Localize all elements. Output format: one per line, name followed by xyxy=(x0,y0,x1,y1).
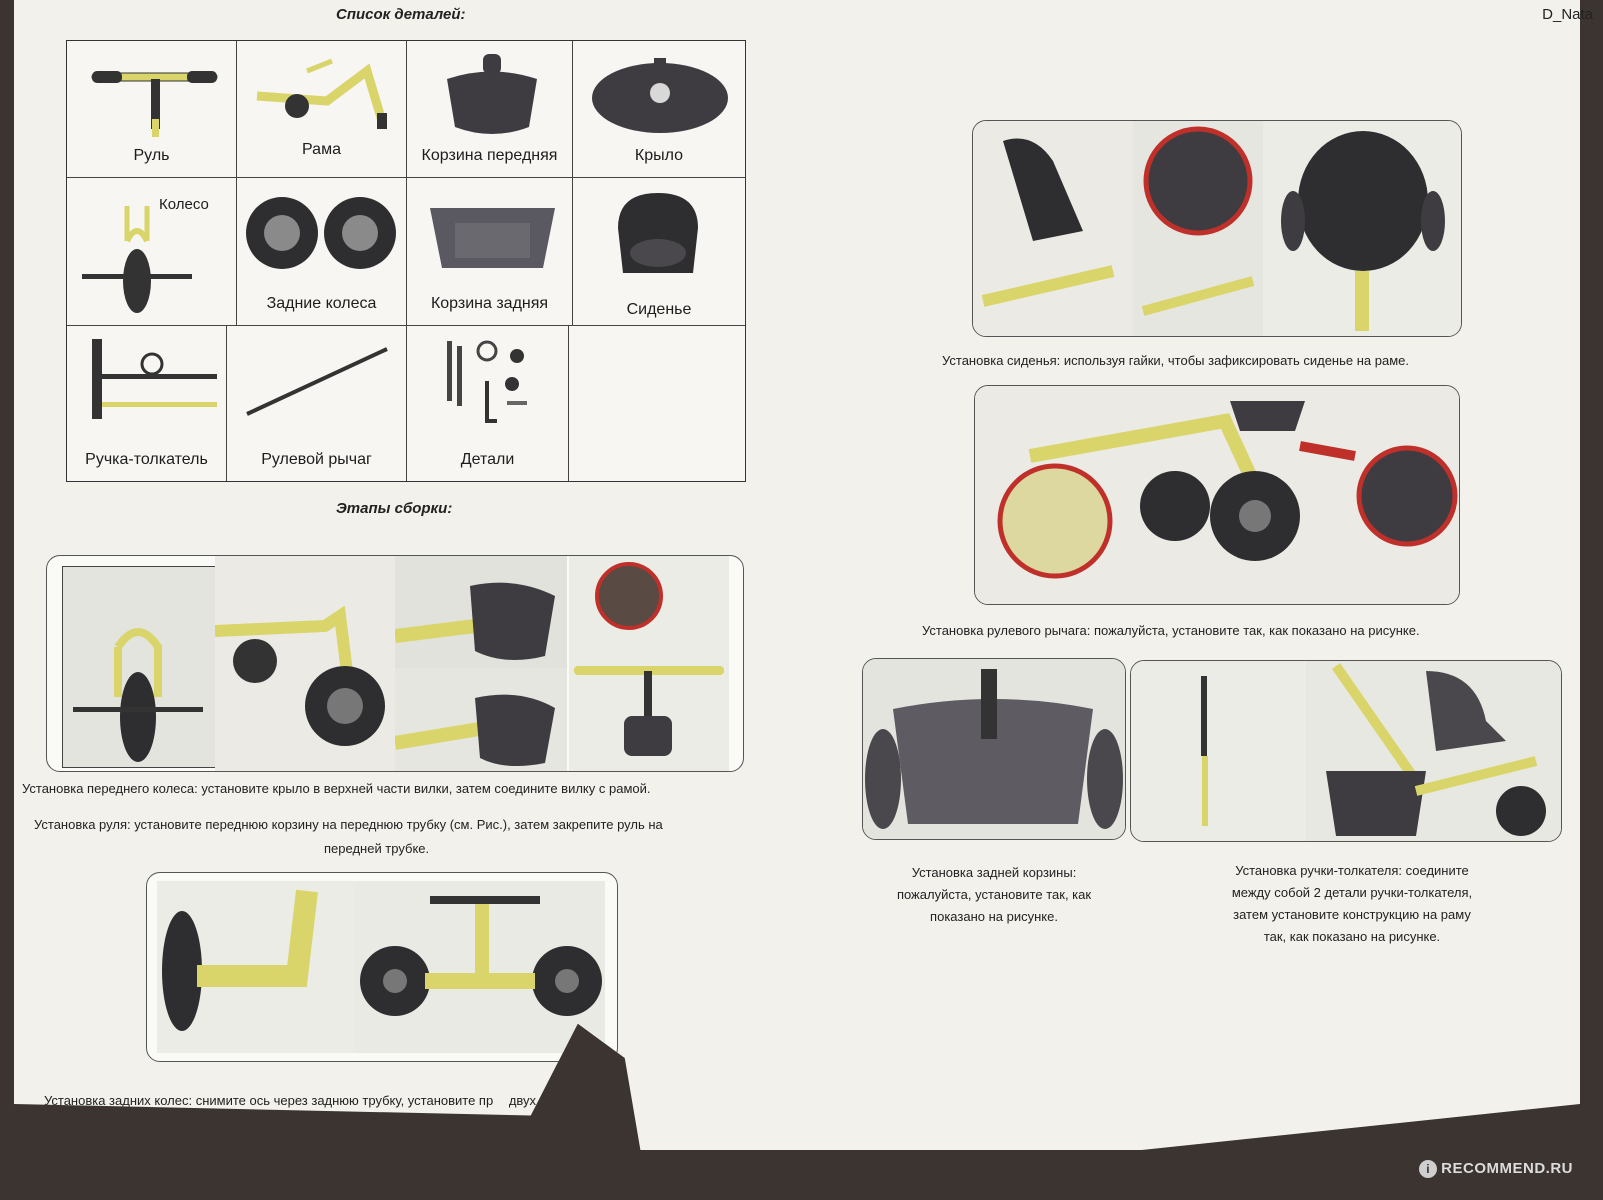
push-handle-caption-line: Установка ручки-толкателя: соедините xyxy=(1235,863,1469,878)
frame-fork-illustration xyxy=(215,605,385,746)
seat-picture xyxy=(618,193,698,273)
steering-photo xyxy=(975,386,1459,604)
rear-wheels-caption-2: установкой колес. xyxy=(320,1115,429,1130)
part-cell-steering-rod: Рулевой рычаг xyxy=(227,326,407,481)
rear-wheels-caption-1: Установка задних колес: снимите ось чере… xyxy=(44,1090,620,1112)
push-handle-mounted-illustration xyxy=(1326,663,1546,836)
steering-caption: Установка рулевого рычага: пожалуйста, у… xyxy=(922,623,1420,638)
part-cell-wheel: Колесо xyxy=(67,178,237,326)
part-cell-handlebar: Руль xyxy=(67,41,237,178)
part-label: Рулевой рычаг xyxy=(261,451,372,468)
push-handle-parts-photo xyxy=(1131,661,1306,841)
rear-wheels-picture xyxy=(246,197,396,269)
rear-wheels-caption-part-a: Установка задних колес: снимите ось чере… xyxy=(44,1093,494,1108)
part-label: Рама xyxy=(302,141,341,158)
rear-wheels-strip xyxy=(146,872,618,1062)
wheel-picture xyxy=(82,206,192,313)
handlebar-caption-2: передней трубке. xyxy=(324,841,430,856)
rear-basket-caption-line: показано на рисунке. xyxy=(930,909,1058,924)
left-page: Список деталей: Руль xyxy=(14,0,774,1150)
part-cell-seat: Сиденье xyxy=(573,178,745,326)
push-handle-caption: Установка ручки-толкателя: соедините меж… xyxy=(1182,860,1522,948)
part-cell-hardware: Детали xyxy=(407,326,569,481)
site-watermark-text: RECOMMEND.RU xyxy=(1441,1159,1573,1177)
part-label: Руль xyxy=(133,147,170,164)
part-cell-rear-wheels: Задние колеса xyxy=(237,178,407,326)
push-handle-caption-line: так, как показано на рисунке. xyxy=(1263,929,1441,944)
part-label: Задние колеса xyxy=(266,295,377,312)
push-handle-caption-line: затем установите конструкцию на раму xyxy=(1233,907,1471,922)
rear-wheels-mounted-illustration xyxy=(360,896,602,1016)
right-page: Установка сиденья: используя гайки, чтоб… xyxy=(814,0,1580,1150)
push-handle-parts-illustration xyxy=(1201,676,1208,826)
recommend-logo-icon: i xyxy=(1419,1160,1438,1178)
rear-basket-caption-line: пожалуйста, установите так, как xyxy=(896,887,1092,902)
part-label: Сиденье xyxy=(626,301,692,318)
part-label: Детали xyxy=(460,451,515,468)
handlebar-caption-1: Установка руля: установите переднюю корз… xyxy=(34,817,663,832)
rear-basket-strip xyxy=(862,658,1126,840)
part-label: Корзина задняя xyxy=(430,295,549,312)
part-label: Ручка-толкатель xyxy=(85,451,208,468)
seat-back-illustration xyxy=(1281,131,1445,331)
push-handle-picture xyxy=(92,339,217,419)
rear-wheels-mounted-photo xyxy=(355,881,605,1053)
hardware-picture xyxy=(447,340,527,423)
steering-rod-picture xyxy=(246,347,388,416)
front-wheel-illustration xyxy=(73,628,203,762)
part-cell-front-basket: Корзина передняя xyxy=(407,41,573,178)
front-basket-photo-2 xyxy=(395,668,567,771)
seat-back-photo xyxy=(1263,121,1461,336)
seat-strip xyxy=(972,120,1462,337)
instruction-sheet: Список деталей: Руль xyxy=(14,0,1580,1150)
rear-basket-illustration xyxy=(865,669,1123,829)
part-cell-frame: Рама xyxy=(237,41,407,178)
front-wheel-caption: Установка переднего колеса: установите к… xyxy=(22,781,651,796)
front-basket-picture xyxy=(447,54,537,134)
parts-list-title: Список деталей: xyxy=(336,6,466,23)
part-cell-rear-basket: Корзина задняя xyxy=(407,178,573,326)
rear-basket-picture xyxy=(430,208,555,268)
seat-detail-illustration xyxy=(1141,126,1255,316)
part-cell-push-handle: Ручка-толкатель xyxy=(67,326,227,481)
handlebar-mount-illustration xyxy=(574,562,724,756)
basket-illustration-2 xyxy=(395,694,555,767)
rear-basket-caption: Установка задней корзины: пожалуйста, ус… xyxy=(854,862,1134,928)
rear-axle-photo xyxy=(157,881,355,1053)
part-label: Корзина передняя xyxy=(421,147,558,164)
steering-illustration xyxy=(997,401,1458,579)
frame-picture xyxy=(256,58,387,129)
push-handle-caption-line: между собой 2 детали ручки-толкателя, xyxy=(1231,885,1473,900)
username-watermark: D_Nata xyxy=(1542,6,1593,23)
basket-illustration-1 xyxy=(395,582,555,660)
handlebar-picture xyxy=(91,71,218,137)
rear-wheels-caption-part-b: двух сторон перед xyxy=(508,1093,621,1108)
assembly-title: Этапы сборки: xyxy=(336,500,453,517)
push-handle-mounted-photo xyxy=(1306,661,1561,841)
frame-fork-photo xyxy=(215,556,395,771)
rear-basket-photo xyxy=(863,659,1125,839)
front-basket-photo-1 xyxy=(395,556,567,668)
parts-grid: Руль Рама Корзина передняя xyxy=(66,40,746,482)
seat-illustration xyxy=(981,138,1115,307)
rear-axle-illustration xyxy=(162,889,318,1031)
seat-detail-photo xyxy=(1133,121,1263,336)
part-label: Колесо xyxy=(159,196,209,213)
part-label: Крыло xyxy=(634,147,684,164)
front-wheel-photo xyxy=(62,566,217,768)
rear-basket-caption-line: Установка задней корзины: xyxy=(911,865,1077,880)
front-assembly-strip xyxy=(46,555,744,772)
steering-strip xyxy=(974,385,1460,605)
handlebar-mount-photo xyxy=(569,556,729,771)
seat-photo xyxy=(973,121,1133,336)
part-cell-fender: Крыло xyxy=(573,41,745,178)
fender-picture xyxy=(592,58,728,133)
push-handle-strip xyxy=(1130,660,1562,842)
seat-caption: Установка сиденья: используя гайки, чтоб… xyxy=(942,353,1409,368)
